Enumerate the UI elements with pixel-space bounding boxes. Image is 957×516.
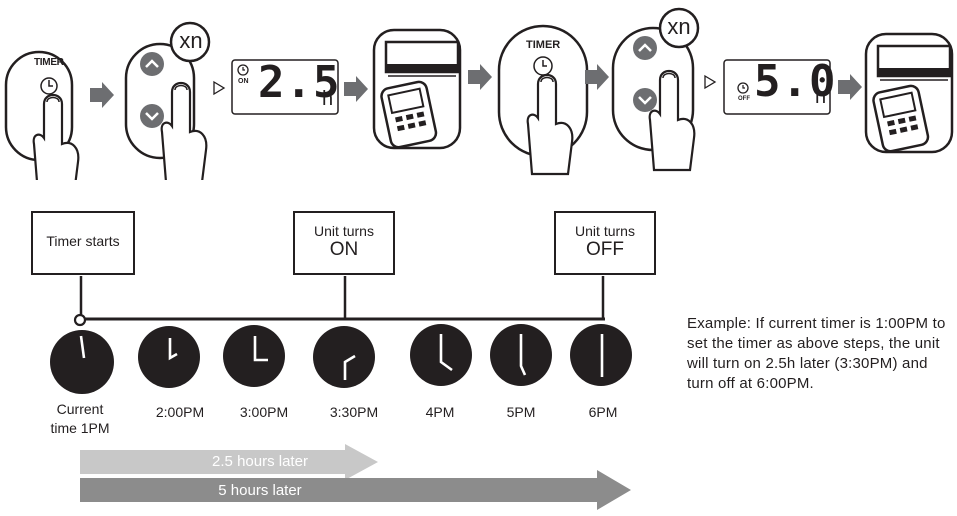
clock-4pm	[410, 324, 472, 386]
timer-starts-label: Timer starts	[46, 233, 120, 249]
clock-3pm	[223, 325, 285, 387]
display-1-mode: ON	[238, 78, 249, 85]
arrow-5-hours-label: 5 hours later	[218, 482, 302, 499]
ac-unit-remote-2	[864, 32, 954, 154]
step-arrow-5	[838, 74, 862, 100]
clock-2pm	[138, 326, 200, 388]
unit-on-label: ON	[329, 239, 359, 260]
clock-330pm-label: 3:30PM	[329, 404, 379, 420]
step-arrow-2	[344, 76, 368, 102]
up-down-button-step-5	[611, 7, 700, 172]
display-off	[723, 59, 831, 115]
unit-on-box: Unit turns ON	[293, 211, 395, 275]
clock-2pm-label: 2:00PM	[155, 404, 205, 420]
timer-label-1: TIMER	[34, 57, 64, 68]
display-1-value: 2.5	[258, 57, 341, 108]
step-arrow-3	[468, 64, 492, 90]
unit-turns-label-1: Unit turns	[314, 223, 374, 239]
example-text: Example: If current timer is 1:00PM to s…	[687, 315, 946, 392]
display-1-unit: h	[322, 88, 334, 110]
xn-label-2: xn	[667, 14, 691, 39]
arrow-5-hours	[80, 470, 631, 510]
clock-330pm	[313, 326, 375, 388]
timeline-diagram	[50, 276, 632, 510]
clock-5pm-label: 5PM	[506, 404, 536, 420]
clock-1pm-label: Current time 1PM	[50, 401, 110, 436]
clock-6pm-label: 6PM	[588, 404, 618, 420]
timer-button-step-4	[497, 24, 589, 176]
arrow-2-5-hours	[80, 444, 378, 480]
timer-starts-box: Timer starts	[31, 211, 135, 275]
display-2-mode: OFF	[738, 96, 750, 102]
unit-off-label: OFF	[586, 239, 624, 260]
up-down-button-step-2	[124, 21, 211, 180]
xn-bubble-1	[169, 21, 211, 63]
step-arrow-1	[90, 82, 114, 108]
arrow-2-5-hours-label: 2.5 hours later	[212, 453, 308, 470]
clock-3pm-label: 3:00PM	[239, 404, 289, 420]
ac-unit-remote-1	[372, 28, 462, 150]
timer-button-step-1	[4, 50, 80, 180]
xn-bubble-2	[658, 7, 700, 49]
display-2-unit: h	[815, 86, 827, 108]
clock-1pm	[50, 330, 114, 394]
display-on	[231, 59, 339, 115]
clock-4pm-label: 4PM	[425, 404, 455, 420]
clock-6pm	[570, 324, 632, 386]
step-arrow-4	[585, 64, 609, 90]
xn-label-1: xn	[179, 28, 203, 53]
display-2-value: 5.0	[754, 56, 837, 107]
timer-label-2: TIMER	[526, 39, 561, 51]
step-sequence	[4, 7, 954, 180]
clock-5pm	[490, 324, 552, 386]
unit-off-box: Unit turns OFF	[554, 211, 656, 275]
unit-turns-label-2: Unit turns	[575, 223, 635, 239]
